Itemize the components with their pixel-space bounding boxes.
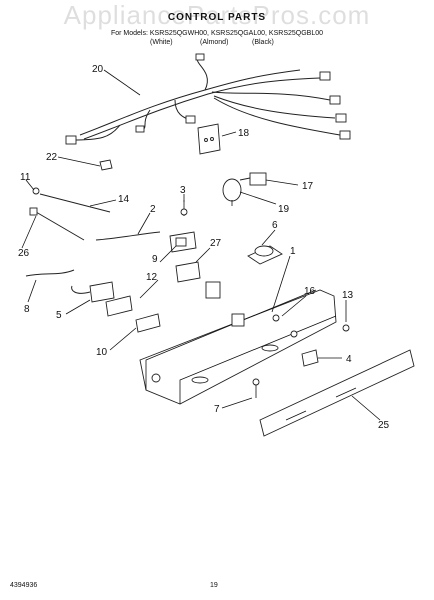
clip-4: [301, 349, 319, 367]
callout-27: 27: [210, 238, 222, 249]
screw-7: [252, 378, 260, 398]
callout-25: 25: [378, 420, 390, 431]
callout-13: 13: [342, 290, 354, 301]
tube-8: [25, 269, 75, 277]
wiring-harness: [65, 53, 351, 145]
callout-8: 8: [24, 304, 30, 315]
callout-6: 6: [272, 220, 278, 231]
callout-4: 4: [346, 354, 352, 365]
callout-9: 9: [152, 254, 158, 265]
label-27: [205, 281, 221, 299]
switch-12: [175, 261, 201, 283]
document-number: 4394936: [10, 582, 38, 589]
callout-17: 17: [302, 181, 314, 192]
sensor-wire: [29, 187, 111, 241]
switch-5: [89, 281, 115, 303]
page-number: 19: [210, 582, 218, 589]
model-list: For Models: KSRS25QGWH00, KSRS25QGAL00, …: [110, 30, 324, 37]
callout-7: 7: [214, 404, 220, 415]
callout-10: 10: [96, 347, 108, 358]
screw-16: [272, 314, 280, 322]
screw-3: [180, 200, 188, 216]
variant-black: (Black): [252, 39, 274, 46]
callout-2: 2: [150, 204, 156, 215]
callout-1: 1: [290, 246, 296, 257]
callout-11: 11: [20, 172, 31, 183]
screw-13: [342, 324, 350, 332]
callout-20: 20: [92, 64, 104, 75]
callout-3: 3: [180, 185, 186, 196]
variant-white: (White): [150, 39, 173, 46]
light-socket: [222, 172, 267, 206]
callout-19: 19: [278, 204, 290, 215]
watermark: AppliancePartsPros.com: [63, 0, 371, 30]
callout-22: 22: [46, 152, 58, 163]
callout-14: 14: [118, 194, 130, 205]
callout-labels: 20 18 22 11 14 3 17 19 2 6 26 27 9 1 12 …: [18, 64, 390, 431]
leader-lines: [21, 69, 381, 421]
variant-almond: (Almond): [200, 39, 229, 46]
callout-18: 18: [238, 128, 250, 139]
callout-26: 26: [18, 248, 30, 259]
switch-9: [169, 231, 197, 253]
callout-5: 5: [56, 310, 62, 321]
control-housing: [139, 289, 337, 405]
temperature-control-6: [247, 245, 283, 265]
tube-2: [95, 231, 161, 241]
callout-12: 12: [146, 272, 158, 283]
trim-strip-25: [259, 349, 415, 437]
diagram-title: CONTROL PARTS: [167, 12, 267, 23]
bracket-18: [197, 123, 221, 155]
callout-16: 16: [304, 286, 316, 297]
label-10: [135, 313, 161, 333]
bracket-5: [105, 295, 133, 317]
connector-22: [99, 159, 113, 171]
